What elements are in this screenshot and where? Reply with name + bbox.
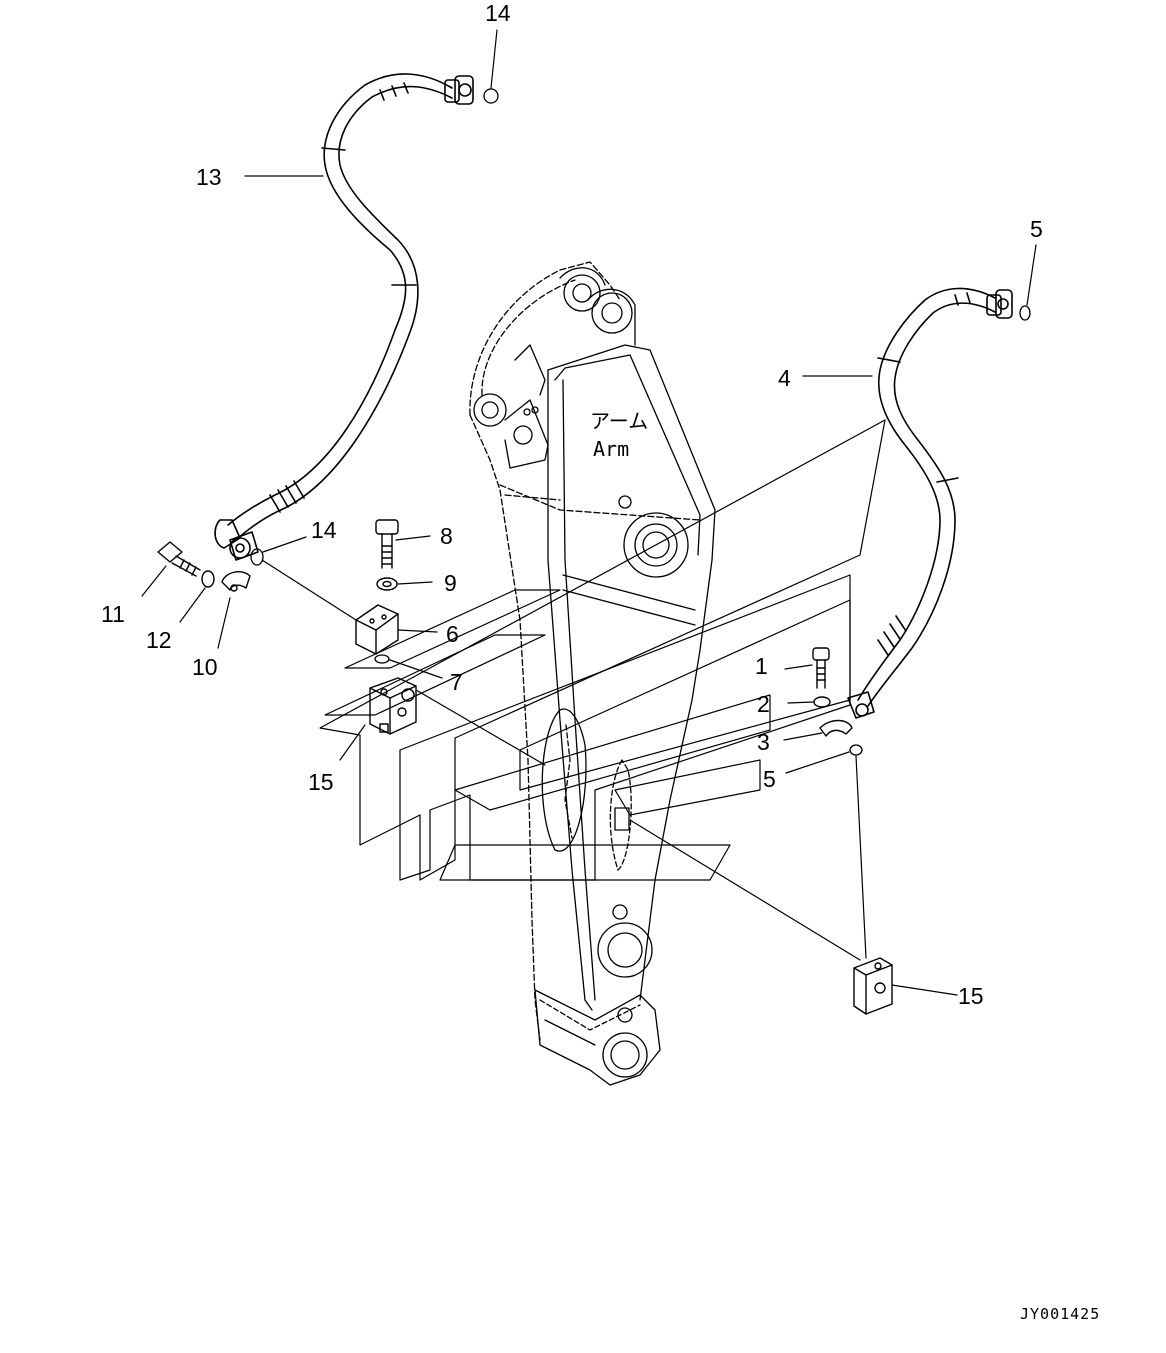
- callout-11: 11: [101, 601, 125, 627]
- callout-15-right: 15: [958, 983, 984, 1009]
- o-ring-7: [374, 654, 390, 664]
- clamp-3: [819, 719, 853, 737]
- callout-5-mid: 5: [763, 766, 776, 792]
- callout-7: 7: [450, 669, 463, 695]
- callout-10: 10: [192, 654, 218, 680]
- callout-12: 12: [146, 627, 172, 653]
- callout-8: 8: [440, 523, 453, 549]
- callout-3: 3: [757, 729, 770, 755]
- callout-1: 1: [755, 653, 768, 679]
- drawing-code: JY001425: [1020, 1305, 1101, 1323]
- bolt-11: [157, 541, 201, 577]
- callout-6: 6: [446, 621, 459, 647]
- callout-9: 9: [444, 570, 457, 596]
- callout-13: 13: [196, 164, 222, 190]
- callout-14-top: 14: [485, 0, 511, 26]
- callout-4: 4: [778, 365, 791, 391]
- callout-5-top: 5: [1030, 216, 1043, 242]
- callout-14-mid: 14: [311, 517, 337, 543]
- valve-15-left: [369, 677, 417, 735]
- o-ring-14-mid: [250, 548, 264, 566]
- bolt-1: [812, 647, 830, 689]
- callout-2: 2: [757, 691, 770, 717]
- block-6: [355, 604, 399, 655]
- o-ring-14-top: [483, 88, 499, 104]
- o-ring-5-mid: [849, 744, 863, 756]
- washer-2: [813, 696, 831, 708]
- leader-lines: [141, 29, 1037, 996]
- bolt-8: [375, 519, 399, 569]
- arm-label-jp: アーム: [590, 409, 648, 433]
- callout-15-left: 15: [308, 769, 334, 795]
- washer-12: [201, 570, 215, 588]
- hose-4: [847, 287, 1013, 719]
- washer-9: [376, 577, 398, 591]
- clamp-10: [221, 571, 251, 592]
- o-ring-5-top: [1019, 305, 1031, 321]
- valve-15-right: [853, 957, 893, 1015]
- arm-label-en: Arm: [593, 437, 629, 461]
- watermark-logo: [319, 419, 886, 881]
- hose-13: [214, 73, 474, 561]
- arm-body: [469, 261, 716, 1086]
